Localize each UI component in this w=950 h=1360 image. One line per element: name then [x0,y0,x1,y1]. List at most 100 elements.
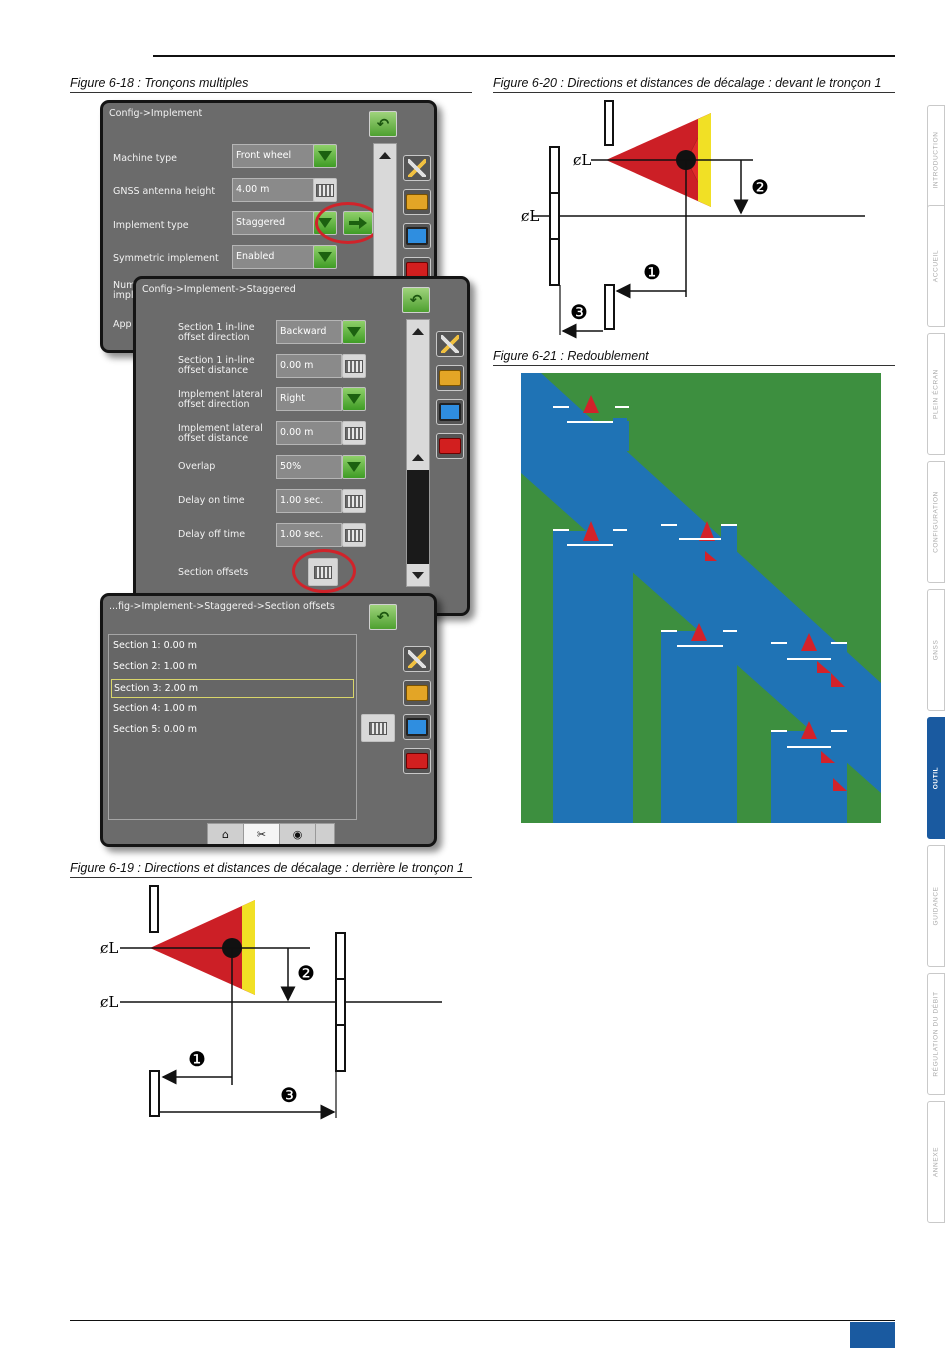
vehicle-icon [583,521,599,541]
setting-label: Machine type [113,153,178,164]
section-bar [149,1070,160,1117]
section-bar [604,100,614,146]
scroll-up-button[interactable] [407,320,429,342]
tab-introduction[interactable]: INTRODUCTION [927,105,945,215]
tab-accueil[interactable]: ACCUEIL [927,205,945,327]
dropdown-arrow-icon[interactable] [342,387,366,411]
overlap-coverage-map [521,373,881,823]
setting-label: App [113,319,132,330]
scrollbar[interactable] [406,319,430,587]
machine-type-field[interactable]: Front wheel [232,144,314,168]
back-button[interactable]: ↶ [369,604,397,630]
inline-direction-field[interactable]: Backward [276,320,342,344]
bottom-tab-bar: ⌂ ✂ ◉ [207,823,335,844]
figure-caption-6-18: Figure 6-18 : Tronçons multiples [70,76,472,93]
setting-label: Implement type [113,220,189,231]
offset-diagram-behind: ȼL ȼL ❷ ❶ ❸ [100,885,442,1120]
tab-guidance[interactable]: GUIDANCE [927,845,945,967]
breadcrumb: Config->Implement->Staggered [142,284,296,295]
keyboard-icon[interactable] [342,523,366,547]
list-item-selected[interactable]: Section 3: 2.00 m [111,679,354,698]
page-number-badge [850,1322,895,1348]
scroll-up-button[interactable] [407,448,429,466]
tab-plein-ecran[interactable]: PLEIN ÉCRAN [927,333,945,455]
centerline-symbol: ȼL [100,993,118,1011]
keyboard-icon[interactable] [342,489,366,513]
scroll-thumb[interactable] [407,342,429,470]
back-button[interactable]: ↶ [369,111,397,137]
keyboard-icon[interactable] [313,178,337,202]
back-button[interactable]: ↶ [402,287,430,313]
vehicle-icon [583,395,599,413]
tools-icon[interactable] [403,155,431,181]
setting-label: Overlap [178,461,216,472]
toolbox-icon[interactable] [436,433,464,459]
tab-outil[interactable]: OUTIL [927,717,945,839]
figure-caption-6-21: Figure 6-21 : Redoublement [493,349,895,366]
marker-1: ❶ [188,1047,206,1071]
implement-bar [549,146,560,286]
setting-label: Delay off time [178,529,246,540]
keyboard-icon[interactable] [342,354,366,378]
scroll-up-button[interactable] [374,144,396,166]
dropdown-arrow-icon[interactable] [342,455,366,479]
vehicle-icon [699,521,715,541]
footer-rule [70,1320,895,1321]
keyboard-icon[interactable] [361,714,395,742]
monitor-icon[interactable] [436,399,464,425]
delay-off-field[interactable]: 1.00 sec. [276,523,342,547]
list-item[interactable]: Section 1: 0.00 m [113,640,198,651]
tools-tab-icon[interactable]: ✂ [244,824,280,844]
setting-label: Symmetric implement [113,253,219,264]
list-item[interactable]: Section 4: 1.00 m [113,703,198,714]
tab-annexe[interactable]: ANNEXE [927,1101,945,1223]
toolbox-icon[interactable] [403,748,431,774]
implement-type-field[interactable]: Staggered [232,211,314,235]
dropdown-arrow-icon[interactable] [313,144,337,168]
vehicle-icon [801,633,817,651]
lateral-distance-field[interactable]: 0.00 m [276,421,342,445]
list-item[interactable]: Section 5: 0.00 m [113,724,198,735]
highlight-circle [315,202,381,244]
briefcase-icon[interactable] [436,365,464,391]
monitor-icon[interactable] [403,223,431,249]
home-icon[interactable]: ⌂ [208,824,244,844]
inline-distance-field[interactable]: 0.00 m [276,354,342,378]
breadcrumb: Config->Implement [109,108,203,119]
tools-icon[interactable] [436,331,464,357]
delay-on-field[interactable]: 1.00 sec. [276,489,342,513]
scroll-down-button[interactable] [407,564,429,586]
vehicle-icon [801,721,817,739]
symmetric-implement-field[interactable]: Enabled [232,245,314,269]
keyboard-icon[interactable] [342,421,366,445]
figure-caption-6-20: Figure 6-20 : Directions et distances de… [493,76,895,93]
overlap-field[interactable]: 50% [276,455,342,479]
tools-icon[interactable] [403,646,431,672]
staggered-settings-screen: Config->Implement->Staggered ↶ Section 1… [133,276,470,616]
tab-gnss[interactable]: GNSS [927,589,945,711]
tab-regulation-du-debit[interactable]: RÉGULATION DU DÉBIT [927,973,945,1095]
scroll-thumb[interactable] [374,166,396,286]
lateral-direction-field[interactable]: Right [276,387,342,411]
dropdown-arrow-icon[interactable] [313,245,337,269]
marker-3: ❸ [570,300,588,324]
vehicle-icon [691,623,707,641]
antenna-height-field[interactable]: 4.00 m [232,178,314,202]
implement-bar [335,932,346,1072]
figure-caption-6-19: Figure 6-19 : Directions et distances de… [70,861,472,878]
section-bar [604,284,615,330]
monitor-icon[interactable] [403,714,431,740]
centerline-symbol: ȼL [573,151,591,169]
tab-configuration[interactable]: CONFIGURATION [927,461,945,583]
briefcase-icon[interactable] [403,680,431,706]
setting-label: Delay on time [178,495,245,506]
settings-dial-icon[interactable]: ◉ [280,824,316,844]
dropdown-arrow-icon[interactable] [342,320,366,344]
list-item[interactable]: Section 2: 1.00 m [113,661,198,672]
briefcase-icon[interactable] [403,189,431,215]
centerline-symbol: ȼL [100,939,118,957]
